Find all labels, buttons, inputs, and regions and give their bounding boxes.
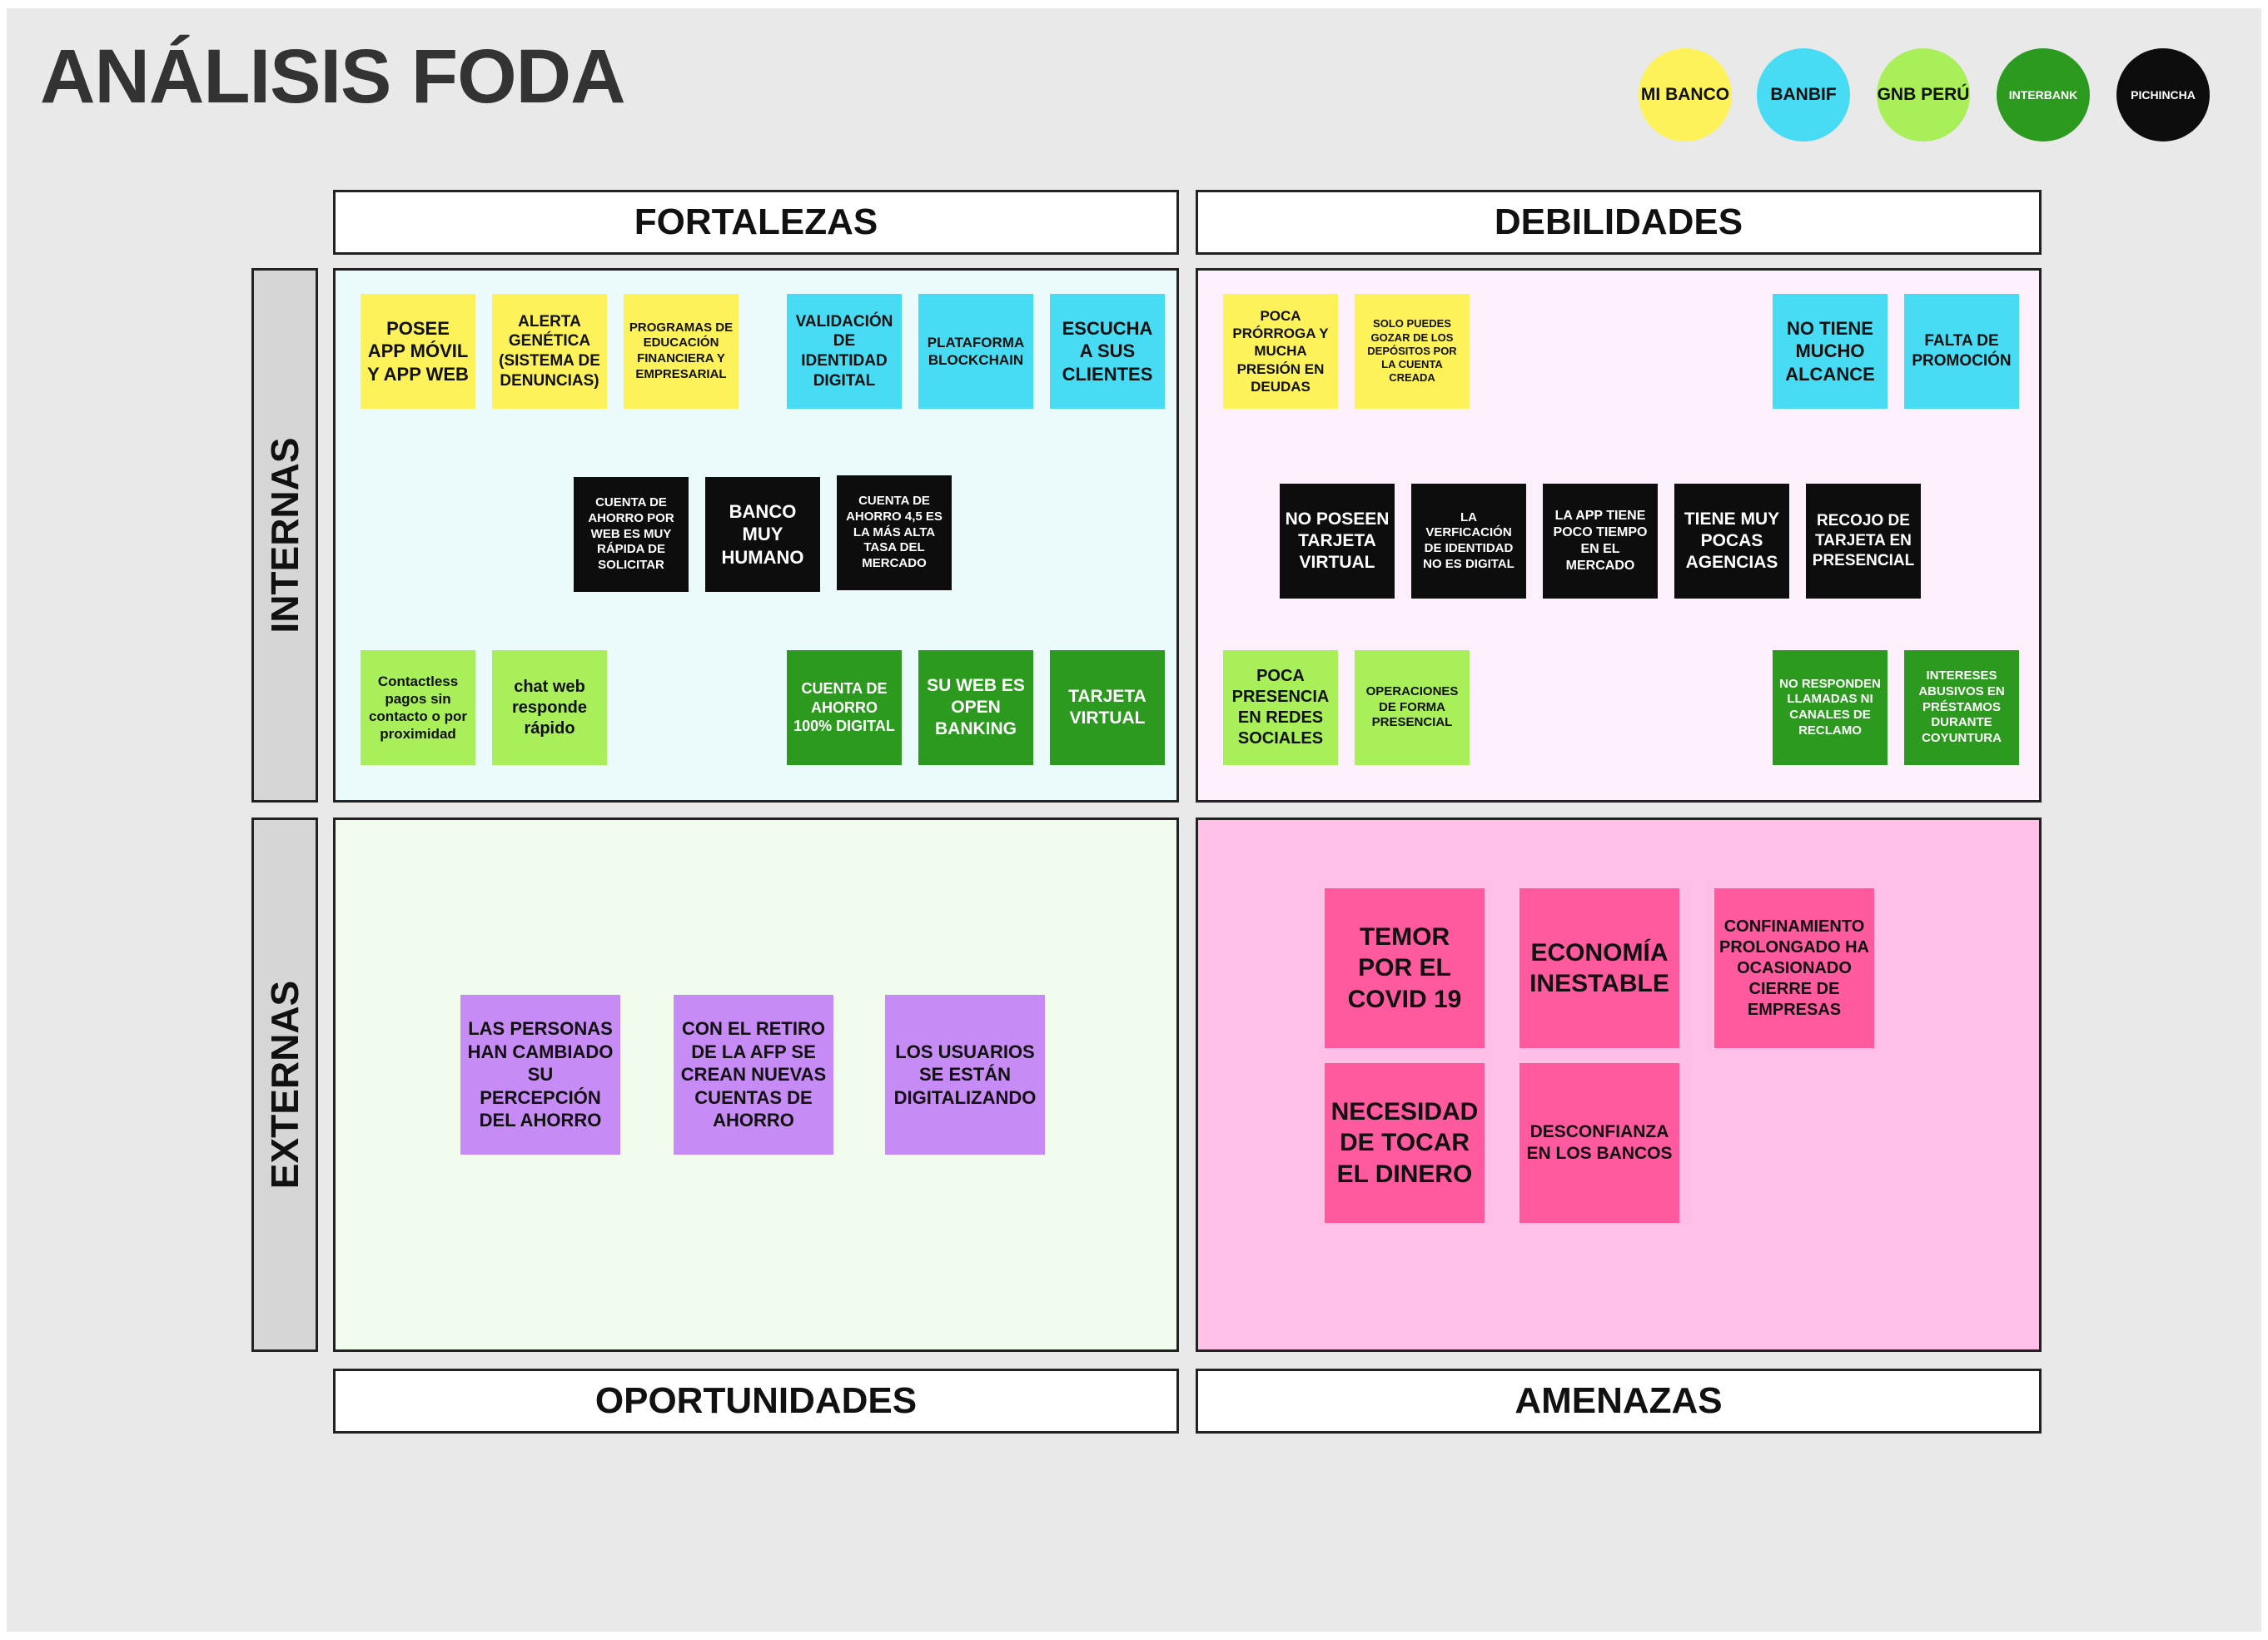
sticky-note[interactable]: CUENTA DE AHORRO POR WEB ES MUY RÁPIDA D… [574, 477, 689, 592]
sticky-note[interactable]: FALTA DE PROMOCIÓN [1904, 294, 2019, 409]
side-label-externas: EXTERNAS [251, 818, 318, 1352]
sticky-note[interactable]: LAS PERSONAS HAN CAMBIADO SU PERCEPCIÓN … [460, 995, 620, 1155]
sticky-note[interactable]: LOS USUARIOS SE ESTÁN DIGITALIZANDO [885, 995, 1045, 1155]
sticky-note[interactable]: INTERESES ABUSIVOS EN PRÉSTAMOS DURANTE … [1904, 650, 2019, 765]
sticky-note[interactable]: VALIDACIÓN DE IDENTIDAD DIGITAL [787, 294, 902, 409]
sticky-note[interactable]: ECONOMÍA INESTABLE [1519, 888, 1679, 1048]
sticky-note[interactable]: Contactless pagos sin contacto o por pro… [361, 650, 475, 765]
externas-label: EXTERNAS [263, 980, 306, 1190]
quadrant-debilidades: POCA PRÓRROGA Y MUCHA PRESIÓN EN DEUDAS … [1196, 268, 2042, 803]
sticky-note[interactable]: CON EL RETIRO DE LA AFP SE CREAN NUEVAS … [674, 995, 833, 1155]
legend-mi-banco[interactable]: MI BANCO [1639, 48, 1732, 142]
sticky-note[interactable]: POCA PRESENCIA EN REDES SOCIALES [1223, 650, 1338, 765]
legend-interbank[interactable]: INTERBANK [1997, 48, 2090, 142]
sticky-note[interactable]: SU WEB ES OPEN BANKING [918, 650, 1033, 765]
whiteboard-canvas: ANÁLISIS FODA MI BANCO BANBIF GNB PERÚ I… [7, 8, 2261, 1632]
sticky-note[interactable]: OPERACIONES DE FORMA PRESENCIAL [1355, 650, 1470, 765]
side-label-internas: INTERNAS [251, 268, 318, 803]
sticky-note[interactable]: PROGRAMAS DE EDUCACIÓN FINANCIERA Y EMPR… [624, 294, 739, 409]
header-amenazas: AMENAZAS [1196, 1369, 2042, 1434]
sticky-note[interactable]: CUENTA DE AHORRO 100% DIGITAL [787, 650, 902, 765]
header-debilidades: DEBILIDADES [1196, 190, 2042, 255]
sticky-note[interactable]: TIENE MUY POCAS AGENCIAS [1674, 484, 1789, 599]
sticky-note[interactable]: RECOJO DE TARJETA EN PRESENCIAL [1806, 484, 1921, 599]
quadrant-fortalezas: POSEE APP MÓVIL Y APP WEB ALERTA GENÉTIC… [333, 268, 1179, 803]
header-fortalezas: FORTALEZAS [333, 190, 1179, 255]
header-oportunidades: OPORTUNIDADES [333, 1369, 1179, 1434]
sticky-note[interactable]: NO TIENE MUCHO ALCANCE [1773, 294, 1888, 409]
sticky-note[interactable]: TEMOR POR EL COVID 19 [1325, 888, 1485, 1048]
sticky-note[interactable]: CUENTA DE AHORRO 4,5 ES LA MÁS ALTA TASA… [837, 475, 952, 590]
sticky-note[interactable]: CONFINAMIENTO PROLONGADO HA OCASIONADO C… [1714, 888, 1874, 1048]
sticky-note[interactable]: SOLO PUEDES GOZAR DE LOS DEPÓSITOS POR L… [1355, 294, 1470, 409]
internas-label: INTERNAS [263, 437, 306, 634]
quadrant-amenazas: TEMOR POR EL COVID 19 ECONOMÍA INESTABLE… [1196, 818, 2042, 1352]
sticky-note[interactable]: NO POSEEN TARJETA VIRTUAL [1280, 484, 1395, 599]
sticky-note[interactable]: LA VERFICACIÓN DE IDENTIDAD NO ES DIGITA… [1411, 484, 1526, 599]
sticky-note[interactable]: ESCUCHA A SUS CLIENTES [1050, 294, 1165, 409]
sticky-note[interactable]: BANCO MUY HUMANO [705, 477, 820, 592]
sticky-note[interactable]: POCA PRÓRROGA Y MUCHA PRESIÓN EN DEUDAS [1223, 294, 1338, 409]
legend-gnb-peru[interactable]: GNB PERÚ [1877, 48, 1970, 142]
sticky-note[interactable]: chat web responde rápido [492, 650, 607, 765]
sticky-note[interactable]: PLATAFORMA BLOCKCHAIN [918, 294, 1033, 409]
board-title: ANÁLISIS FODA [40, 34, 626, 119]
legend-pichincha[interactable]: PICHINCHA [2116, 48, 2210, 142]
quadrant-oportunidades: LAS PERSONAS HAN CAMBIADO SU PERCEPCIÓN … [333, 818, 1179, 1352]
sticky-note[interactable]: DESCONFIANZA EN LOS BANCOS [1519, 1063, 1679, 1223]
sticky-note[interactable]: POSEE APP MÓVIL Y APP WEB [361, 294, 475, 409]
sticky-note[interactable]: NECESIDAD DE TOCAR EL DINERO [1325, 1063, 1485, 1223]
sticky-note[interactable]: NO RESPONDEN LLAMADAS NI CANALES DE RECL… [1773, 650, 1888, 765]
sticky-note[interactable]: TARJETA VIRTUAL [1050, 650, 1165, 765]
legend-banbif[interactable]: BANBIF [1757, 48, 1850, 142]
sticky-note[interactable]: ALERTA GENÉTICA (SISTEMA DE DENUNCIAS) [492, 294, 607, 409]
sticky-note[interactable]: LA APP TIENE POCO TIEMPO EN EL MERCADO [1543, 484, 1658, 599]
